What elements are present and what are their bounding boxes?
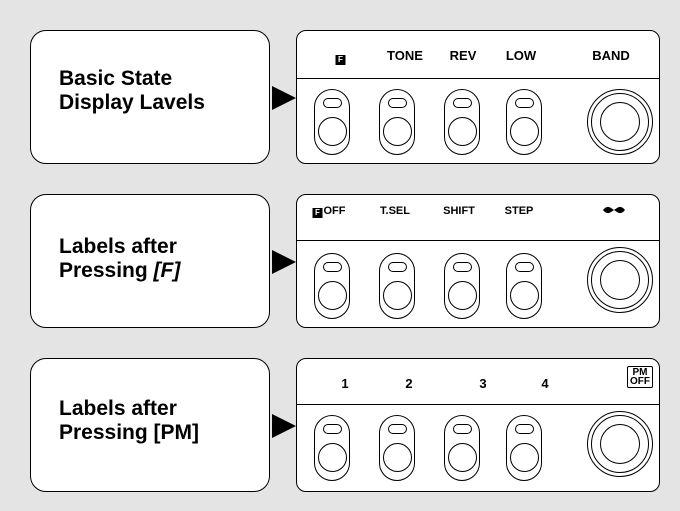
key-label-2: 2: [405, 376, 413, 391]
f-button[interactable]: [314, 89, 350, 155]
key-label-low: LOW: [505, 48, 537, 63]
led-indicator: [453, 424, 472, 434]
mem2-button[interactable]: [379, 415, 415, 481]
led-indicator: [323, 424, 342, 434]
key-label-band: BAND: [592, 48, 630, 63]
button-cap: [510, 117, 539, 146]
mem1-button[interactable]: [314, 415, 350, 481]
f-key-icon: F: [335, 55, 346, 65]
off-label: OFF: [323, 205, 346, 217]
led-indicator: [515, 98, 534, 108]
knob-ring: [591, 93, 649, 151]
key-label-shift: SHIFT: [443, 205, 475, 217]
led-indicator: [388, 262, 407, 272]
mem4-button[interactable]: [506, 415, 542, 481]
low-button[interactable]: [506, 89, 542, 155]
label-divider: [297, 78, 659, 79]
caption-line-2-prefix: Pressing: [59, 259, 154, 282]
step-button[interactable]: [506, 253, 542, 319]
button-cap: [448, 443, 477, 472]
led-indicator: [388, 98, 407, 108]
caption-box: Labels after Pressing [F]: [30, 194, 270, 328]
key-label-step: STEP: [504, 205, 534, 217]
button-cap: [448, 281, 477, 310]
label-divider: [297, 404, 659, 405]
caption-text: Basic State Display Lavels: [59, 67, 205, 114]
knob-ring: [591, 415, 649, 473]
key-label-f: F: [335, 50, 347, 65]
key-label-tsel: T.SEL: [380, 205, 410, 217]
pointer-arrow-icon: [272, 250, 296, 274]
button-cap: [448, 117, 477, 146]
led-indicator: [323, 262, 342, 272]
f-key-icon: F: [312, 208, 323, 218]
key-label-3: 3: [479, 376, 487, 391]
key-label-1: 1: [341, 376, 349, 391]
pm-off-knob[interactable]: [587, 411, 653, 477]
key-label-tone: TONE: [387, 48, 423, 63]
led-indicator: [515, 424, 534, 434]
caption-box: Basic State Display Lavels: [30, 30, 270, 164]
button-cap: [318, 117, 347, 146]
pm-off-icon: PM OFF: [627, 366, 653, 388]
caption-text: Labels after Pressing [F]: [59, 235, 180, 283]
tone-button[interactable]: [379, 89, 415, 155]
key-panel: F TONE REV LOW BAND: [296, 30, 660, 164]
knob-center: [600, 424, 640, 464]
rev-button[interactable]: [444, 89, 480, 155]
button-cap: [318, 443, 347, 472]
button-cap: [383, 117, 412, 146]
knob-center: [600, 260, 640, 300]
caption-line-1: Labels after: [59, 235, 177, 258]
knob-ring: [591, 251, 649, 309]
knob-center: [600, 102, 640, 142]
led-indicator: [515, 262, 534, 272]
button-cap: [383, 443, 412, 472]
led-indicator: [388, 424, 407, 434]
button-cap: [318, 281, 347, 310]
caption-line-2-key: [F]: [153, 259, 181, 282]
mem3-button[interactable]: [444, 415, 480, 481]
key-panel: 1 2 3 4 PM OFF: [296, 358, 660, 492]
led-indicator: [453, 98, 472, 108]
button-cap: [510, 443, 539, 472]
pointer-arrow-icon: [272, 414, 296, 438]
label-divider: [297, 240, 659, 241]
duplex-knob[interactable]: [587, 247, 653, 313]
shift-button[interactable]: [444, 253, 480, 319]
button-cap: [510, 281, 539, 310]
led-indicator: [323, 98, 342, 108]
caption-box: Labels after Pressing [PM]: [30, 358, 270, 492]
key-label-rev: REV: [449, 48, 477, 63]
button-cap: [383, 281, 412, 310]
caption-text: Labels after Pressing [PM]: [59, 397, 200, 444]
pointer-arrow-icon: [272, 86, 296, 110]
band-knob[interactable]: [587, 89, 653, 155]
f-off-button[interactable]: [314, 253, 350, 319]
duplex-arrows-icon: [603, 206, 625, 214]
key-label-4: 4: [541, 376, 549, 391]
led-indicator: [453, 262, 472, 272]
tsel-button[interactable]: [379, 253, 415, 319]
